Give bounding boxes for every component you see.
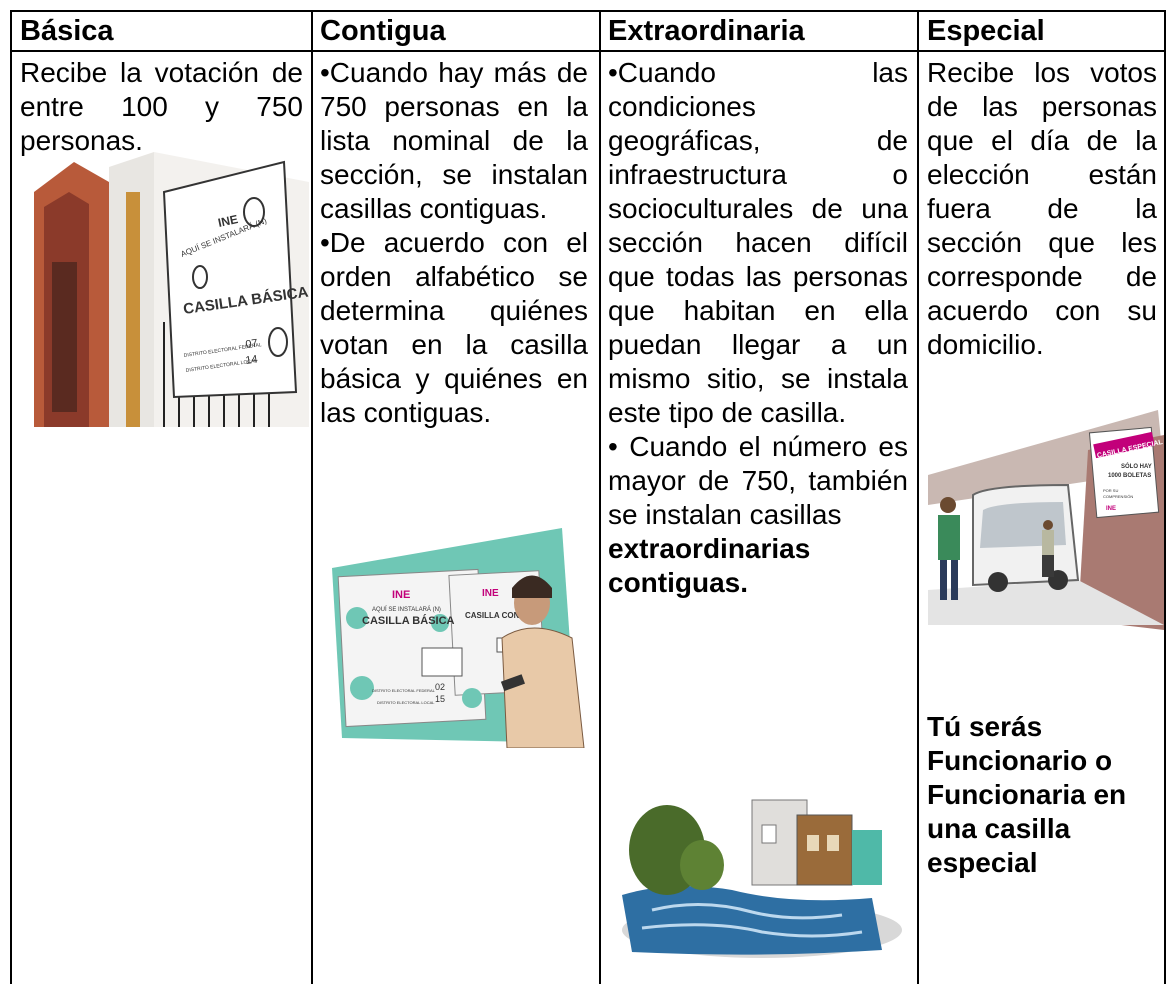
- basica-sign-local-num: 14: [245, 353, 259, 367]
- contigua-sign1-brand: INE: [392, 589, 410, 601]
- header-especial: Especial: [927, 15, 1045, 47]
- extraordinaria-bold-text: extraordinarias contiguas.: [608, 533, 811, 598]
- header-extraordinaria: Extraordinaria: [608, 15, 805, 47]
- extraordinaria-paragraph-1: •Cuando las condiciones geográficas, de …: [608, 57, 908, 428]
- header-contigua: Contigua: [320, 15, 446, 47]
- contigua-sign2-title: CASILLA CONTIGUA: [465, 611, 544, 620]
- basica-sign-brand: INE: [217, 212, 239, 230]
- contigua-sign1-local-num: 15: [435, 694, 445, 704]
- especial-bold-text: Tú serás Funcionario o Funcionaria en un…: [927, 711, 1127, 878]
- especial-sign-brand: INE: [1106, 506, 1116, 512]
- especial-illustration: CASILLA ESPECIAL SÓLO HAY 1000 BOLETAS P…: [928, 410, 1164, 630]
- contigua-sign1-local: DISTRITO ELECTORAL LOCAL: [377, 700, 435, 705]
- column-divider-3: [917, 10, 919, 984]
- contigua-paragraph-1: •Cuando hay más de 750 personas en la li…: [320, 57, 588, 224]
- contigua-sign1-line1: AQUÍ SE INSTALARÁ (N): [372, 606, 441, 613]
- cell-basica: Recibe la votación de entre 100 y 750 pe…: [20, 56, 303, 158]
- header-basica: Básica: [20, 15, 114, 47]
- basica-sign-federal-num: 07: [245, 337, 259, 351]
- especial-sign-line4: COMPRENSIÓN: [1103, 494, 1133, 499]
- cell-especial: Recibe los votos de las personas que el …: [927, 56, 1157, 362]
- contigua-sign1-federal-num: 02: [435, 682, 445, 692]
- especial-description: Recibe los votos de las personas que el …: [927, 57, 1157, 360]
- column-divider-2: [599, 10, 601, 984]
- especial-sign-line3: POR SU: [1103, 488, 1118, 493]
- table-border-left: [10, 10, 12, 984]
- table-border-top: [10, 10, 1166, 12]
- especial-sign-line1: SÓLO HAY: [1121, 462, 1152, 470]
- basica-illustration: INE AQUÍ SE INSTALARÁ (N) CASILLA BÁSICA…: [34, 152, 309, 427]
- header-divider: [10, 50, 1166, 52]
- cell-extraordinaria: •Cuando las condiciones geográficas, de …: [608, 56, 908, 600]
- contigua-illustration: INE AQUÍ SE INSTALARÁ (N) CASILLA BÁSICA…: [332, 528, 585, 748]
- basica-description: Recibe la votación de entre 100 y 750 pe…: [20, 57, 303, 156]
- column-divider-1: [311, 10, 313, 984]
- contigua-sign1-federal: DISTRITO ELECTORAL FEDERAL: [372, 688, 436, 693]
- extraordinaria-paragraph-2: • Cuando el número es mayor de 750, tamb…: [608, 431, 908, 530]
- table-border-right: [1164, 10, 1166, 984]
- cell-contigua: •Cuando hay más de 750 personas en la li…: [320, 56, 588, 430]
- contigua-sign2-brand: INE: [482, 588, 499, 599]
- especial-sign-line2: 1000 BOLETAS: [1108, 473, 1151, 479]
- contigua-sign1-title: CASILLA BÁSICA: [362, 614, 455, 627]
- contigua-paragraph-2: •De acuerdo con el orden alfabético se d…: [320, 227, 588, 428]
- extraordinaria-illustration: [622, 799, 902, 958]
